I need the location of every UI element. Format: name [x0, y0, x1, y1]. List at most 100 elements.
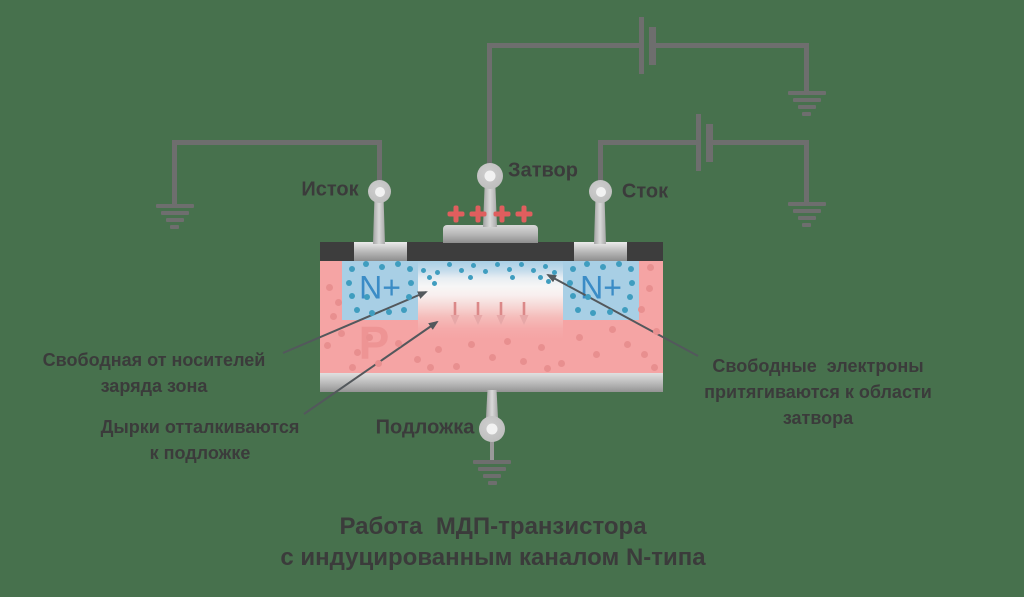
annotation-holes-line2: к подложке — [149, 443, 251, 463]
wire-gate-horizontal-left — [487, 43, 640, 48]
ground-gate-bar3 — [797, 105, 816, 109]
hole-dot — [637, 305, 645, 313]
hole-dot — [623, 340, 631, 348]
electron-dot — [395, 261, 401, 267]
substrate-pin — [486, 390, 498, 418]
wire-substrate-ground-drop — [490, 441, 494, 462]
ground-substrate-bar4 — [487, 481, 497, 485]
hole-dot — [348, 363, 356, 371]
electron-dot — [628, 266, 634, 272]
hole-dot — [488, 353, 496, 361]
electron-dot — [379, 264, 385, 270]
hole-dot — [543, 364, 551, 372]
gate-charge-plus-icon-3 — [493, 205, 511, 223]
electron-dot — [551, 269, 557, 275]
electron-dot — [434, 269, 440, 275]
electron-dot — [369, 310, 375, 316]
electron-dot — [509, 274, 515, 280]
electron-dot — [590, 310, 596, 316]
annotation-depletion-line2: заряда зона — [100, 376, 208, 396]
electron-dot — [446, 261, 452, 267]
substrate-contact-plate — [320, 373, 663, 392]
electron-dot — [349, 293, 355, 299]
source-terminal-hole — [374, 186, 385, 197]
electron-dot — [567, 280, 573, 286]
gate-label: Затвор — [508, 159, 578, 182]
ground-substrate-bar2 — [478, 467, 506, 471]
gate-terminal — [477, 163, 503, 189]
electron-dot — [627, 294, 633, 300]
electron-dot — [426, 274, 432, 280]
source-terminal — [368, 180, 391, 203]
wire-drain-ground-drop — [804, 140, 809, 202]
wire-drain-horizontal-right — [713, 140, 809, 145]
electron-dot — [420, 267, 426, 273]
annotation-depletion: Свободная от носителей заряда зона — [43, 347, 266, 399]
electron-dot — [408, 280, 414, 286]
source-label: Исток — [301, 178, 359, 201]
electron-dot — [458, 267, 464, 273]
annotation-electrons-line3: затвора — [782, 408, 854, 428]
electron-dot — [622, 307, 628, 313]
electron-dot — [542, 263, 548, 269]
hole-dot — [537, 343, 545, 351]
electron-dot — [607, 309, 613, 315]
hole-dot — [325, 283, 333, 291]
hole-dot — [374, 359, 382, 367]
hole-dot — [323, 341, 331, 349]
diagram-title-line2: с индуцированным каналом N-типа — [280, 544, 706, 571]
ground-drain-bar3 — [797, 216, 816, 220]
hole-dot — [353, 348, 361, 356]
battery-drain-plate-long — [696, 114, 701, 171]
annotation-electrons-line1: Свободные электроны — [712, 356, 924, 376]
gate-charge-plus-icon-4 — [515, 205, 533, 223]
ground-substrate-bar1 — [473, 460, 511, 464]
hole-dot — [334, 298, 342, 306]
hole-dot — [575, 333, 583, 341]
electron-dot — [467, 274, 473, 280]
electron-dot — [401, 307, 407, 313]
annotation-depletion-line1: Свободная от носителей — [42, 350, 266, 370]
hole-dot — [608, 325, 616, 333]
hole-dot — [394, 339, 402, 347]
drain-contact — [574, 242, 627, 261]
plus-bar-v — [475, 205, 481, 223]
electron-dot — [575, 307, 581, 313]
electron-dot — [364, 294, 370, 300]
electron-dot — [349, 266, 355, 272]
electron-dot — [629, 280, 635, 286]
electron-dot — [616, 261, 622, 267]
wire-gate-horizontal-right — [656, 43, 809, 48]
electron-dot — [406, 294, 412, 300]
ground-drain-bar4 — [802, 223, 811, 227]
drain-terminal-hole — [595, 186, 606, 197]
hole-dot — [640, 350, 648, 358]
ground-substrate-bar3 — [483, 474, 501, 478]
gate-charge-plus-icon-1 — [447, 205, 465, 223]
electron-dot — [386, 309, 392, 315]
hole-dot — [337, 329, 345, 337]
substrate-terminal — [479, 416, 505, 442]
battery-gate-plate-short — [649, 27, 656, 65]
electron-dot — [530, 267, 536, 273]
ground-gate-bar4 — [802, 112, 811, 116]
depletion-zone — [418, 261, 563, 339]
ground-source-bar2 — [160, 211, 189, 215]
diagram-title-line1: Работа МДП-транзистора — [339, 513, 647, 540]
electron-dot — [585, 294, 591, 300]
electron-dot — [431, 280, 437, 286]
wire-drain-up — [598, 140, 603, 183]
substrate-label: Подложка — [375, 416, 475, 439]
wire-gate-ground-drop — [804, 43, 809, 91]
electron-dot — [600, 264, 606, 270]
hole-dot — [452, 362, 460, 370]
ground-source-bar1 — [155, 204, 194, 208]
gate-electrode — [443, 225, 538, 243]
ground-drain-bar2 — [792, 209, 821, 213]
substrate-terminal-hole — [486, 423, 498, 435]
hole-dot — [426, 363, 434, 371]
